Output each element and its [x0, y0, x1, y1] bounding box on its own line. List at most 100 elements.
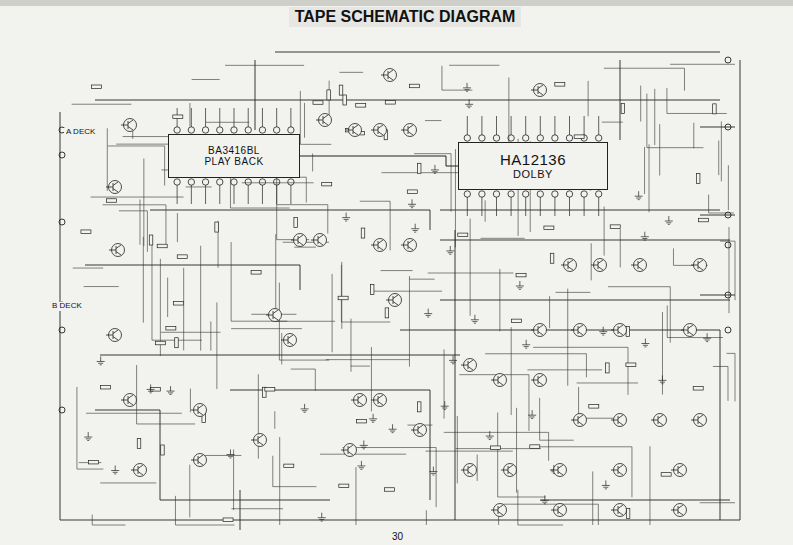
- ic-pin: [566, 191, 572, 197]
- ic-pin: [566, 135, 572, 141]
- wire: [533, 447, 632, 497]
- terminal: [725, 327, 731, 333]
- wire: [143, 237, 144, 323]
- resistor-symbol: [339, 85, 343, 95]
- wire: [428, 273, 514, 274]
- wire: [205, 177, 306, 202]
- wire: [525, 197, 526, 216]
- ground-symbol: [84, 432, 92, 440]
- wire: [262, 108, 263, 127]
- wire: [511, 197, 512, 216]
- ic-function: DOLBY: [513, 168, 553, 181]
- resistor-symbol: [339, 484, 349, 488]
- ground-symbol: [665, 216, 673, 224]
- wire: [444, 432, 549, 460]
- ic-pin: [537, 191, 543, 197]
- resistor-symbol: [284, 464, 294, 468]
- ground-symbol: [449, 355, 457, 363]
- resistor-symbol: [322, 182, 332, 186]
- page-number: 30: [390, 531, 405, 542]
- ground-symbol: [516, 281, 524, 289]
- transistor-symbol: [491, 504, 507, 517]
- resistor-symbol: [550, 253, 554, 263]
- wire: [440, 240, 730, 241]
- wire: [300, 91, 331, 145]
- transistor-symbol: [106, 329, 122, 342]
- wire: [602, 122, 623, 123]
- ground-symbol: [389, 424, 397, 432]
- wire: [649, 446, 650, 525]
- ic-pin: [231, 179, 237, 185]
- ic-pin: [508, 191, 514, 197]
- ground-symbol: [635, 191, 643, 199]
- ic-pin: [493, 191, 499, 197]
- wire: [449, 65, 499, 66]
- wire: [219, 108, 220, 127]
- wire: [279, 283, 329, 360]
- ic-box: HA12136DOLBY: [458, 142, 608, 190]
- wire: [320, 454, 406, 455]
- wire: [137, 365, 196, 424]
- ic-pin: [188, 127, 194, 133]
- resistor-symbol: [215, 222, 219, 232]
- transistor-symbol: [351, 394, 367, 407]
- transistor-symbol: [491, 374, 507, 387]
- wire: [167, 278, 168, 317]
- wire: [240, 490, 241, 530]
- terminal: [59, 327, 65, 333]
- resistor-symbol: [149, 235, 153, 245]
- resistor-symbol: [530, 445, 540, 449]
- resistor-symbol: [696, 173, 700, 183]
- transistor-symbol: [401, 239, 417, 252]
- ic-pin: [259, 127, 265, 133]
- wire: [569, 197, 570, 216]
- wire: [177, 185, 178, 204]
- resistor-symbol: [174, 302, 184, 306]
- resistor-symbol: [223, 518, 233, 522]
- wire: [290, 185, 291, 204]
- wire: [584, 116, 585, 135]
- ic-pin: [202, 179, 208, 185]
- ground-symbol: [599, 327, 607, 335]
- wire: [326, 359, 410, 360]
- wire: [592, 471, 593, 525]
- ground-symbol: [431, 165, 439, 173]
- ground-symbol: [441, 401, 449, 409]
- resistor-symbol: [385, 308, 389, 318]
- ground-symbol: [463, 83, 471, 91]
- transistor-symbol: [551, 504, 567, 517]
- wire: [720, 241, 735, 300]
- wire: [107, 128, 108, 191]
- wire: [95, 100, 720, 101]
- ground-symbol: [111, 466, 119, 474]
- transistor-symbol: [501, 464, 517, 477]
- wire: [511, 327, 512, 415]
- transistor-symbol: [386, 294, 402, 307]
- wire: [219, 185, 220, 204]
- wire: [234, 108, 235, 127]
- wire: [339, 72, 363, 73]
- wire: [191, 185, 192, 204]
- wire: [95, 410, 330, 500]
- wire: [200, 246, 201, 351]
- resistor-symbol: [356, 104, 366, 108]
- wire: [274, 411, 275, 428]
- ic-pin: [479, 191, 485, 197]
- page-edge: [0, 0, 793, 6]
- resistor-symbol: [626, 363, 636, 367]
- ic-pin: [217, 127, 223, 133]
- wire: [231, 328, 302, 329]
- wire: [549, 296, 550, 328]
- transistor-symbol: [251, 434, 267, 447]
- wire: [275, 52, 720, 53]
- resistor-symbol: [370, 285, 374, 295]
- ground-symbol: [471, 315, 479, 323]
- wire: [598, 197, 599, 216]
- resistor-symbol: [265, 388, 275, 392]
- wire: [210, 321, 211, 350]
- wire: [175, 496, 234, 525]
- wire: [216, 302, 217, 389]
- wire: [709, 195, 734, 213]
- ground-symbol: [602, 480, 610, 488]
- wire: [496, 116, 497, 135]
